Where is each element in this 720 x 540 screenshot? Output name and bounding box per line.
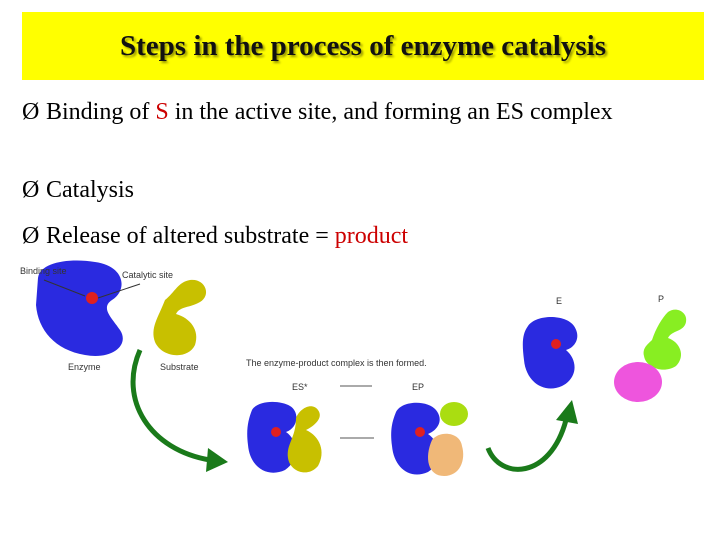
label-ep: EP <box>412 382 424 392</box>
bullet-binding: Ø Binding of S in the active site, and f… <box>22 96 636 128</box>
active-site <box>86 292 98 304</box>
label-substrate: Substrate <box>160 362 199 372</box>
panel-complexes: The enzyme-product complex is then forme… <box>246 358 468 476</box>
enzyme-shape <box>36 260 123 356</box>
label-enzyme: Enzyme <box>68 362 101 372</box>
title-bar: Steps in the process of enzyme catalysis <box>22 12 704 80</box>
free-active-site <box>551 339 561 349</box>
bullet-marker: Ø <box>22 99 40 125</box>
bullet-text-pre: Catalysis <box>46 177 134 203</box>
substrate-shape <box>153 279 207 356</box>
pointer-catalytic <box>97 283 141 299</box>
es-substrate <box>287 406 322 473</box>
bullet-marker: Ø <box>22 177 40 203</box>
panel-enzyme-substrate: Binding site Catalytic site Enzyme Subst… <box>20 260 207 372</box>
product-green <box>643 309 687 370</box>
bullet-text-post: in the active site, and forming an ES co… <box>168 99 613 125</box>
bullet-catalysis: Ø Catalysis <box>22 174 636 206</box>
bullet-highlight-s: S <box>155 99 169 125</box>
ep-enzyme <box>391 402 440 475</box>
bullet-highlight-product: product <box>334 223 409 249</box>
label-catalytic-site: Catalytic site <box>122 270 173 280</box>
arrow-bind <box>130 348 211 463</box>
arrow-release <box>485 419 569 472</box>
slide-title: Steps in the process of enzyme catalysis <box>120 30 606 62</box>
free-enzyme <box>522 317 578 389</box>
label-es: ES* <box>292 382 308 392</box>
ep-product-tan <box>428 433 464 476</box>
label-caption: The enzyme-product complex is then forme… <box>246 358 427 368</box>
enzyme-catalysis-figure: Binding site Catalytic site Enzyme Subst… <box>20 260 687 476</box>
ep-active-site <box>415 427 425 437</box>
label-p: P <box>658 294 664 304</box>
label-binding-site: Binding site <box>20 266 67 276</box>
pointer-binding <box>43 279 86 297</box>
bullet-text-pre: Binding of <box>46 99 156 125</box>
bullet-text-pre: Release of altered substrate = <box>46 223 335 249</box>
arrow-release-head <box>556 400 578 424</box>
es-active-site <box>271 427 281 437</box>
bullet-marker: Ø <box>22 223 40 249</box>
label-e: E <box>556 296 562 306</box>
panel-enzyme-product: E P <box>522 294 687 402</box>
es-enzyme <box>247 401 297 473</box>
ep-product-green <box>440 402 468 426</box>
arrow-bind-head <box>206 448 228 472</box>
bullet-release: Ø Release of altered substrate = product <box>22 220 636 252</box>
product-pink <box>614 362 662 402</box>
